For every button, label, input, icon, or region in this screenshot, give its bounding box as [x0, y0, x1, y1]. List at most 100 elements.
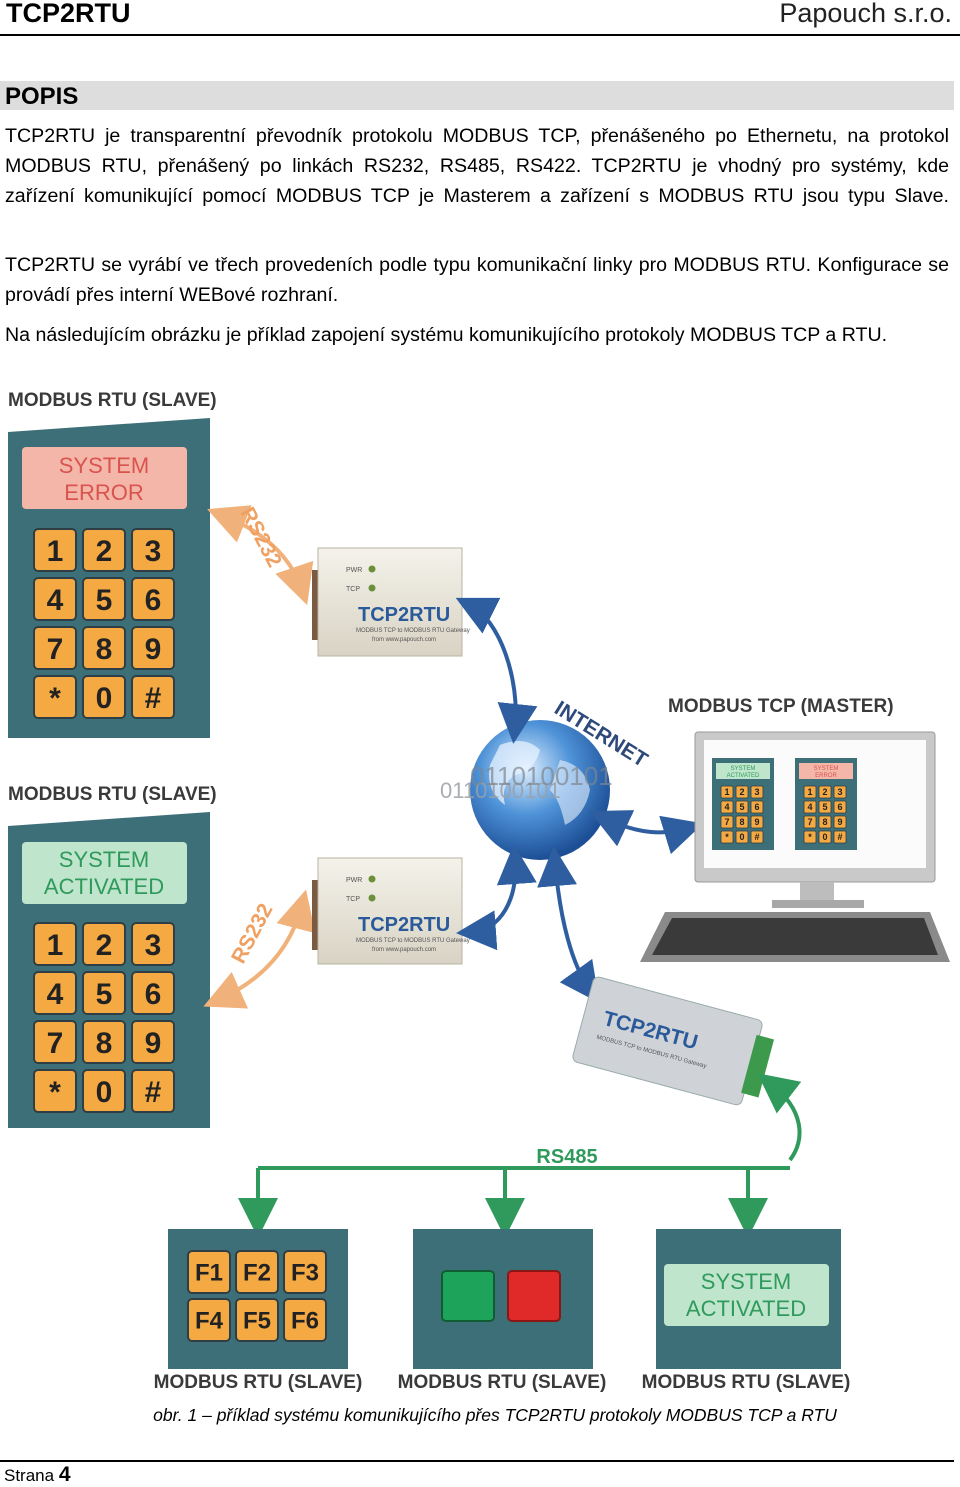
keypad-top-key-label: 4	[47, 584, 64, 617]
paragraph-intro: TCP2RTU je transparentní převodník proto…	[5, 125, 949, 207]
slave-label-bottom-left: MODBUS RTU (SLAVE)	[154, 1372, 363, 1393]
header-title: TCP2RTU	[6, 0, 131, 28]
led-pwr-label-middle: PWR	[346, 877, 362, 884]
keypad-middle-key-label: 0	[96, 1076, 113, 1109]
footer-label: Strana	[4, 1466, 55, 1485]
mini-keypad-1-key-label: 3	[754, 787, 759, 797]
keypad-top-key	[82, 626, 126, 670]
mini-keypad-2-key-label: 8	[822, 817, 827, 827]
keypad-top-key-label: 0	[96, 682, 113, 715]
mini-keypad-1-key	[720, 785, 734, 799]
mini-keypad-2-key-label: 4	[807, 802, 812, 812]
mini-error-2: ERROR	[815, 773, 837, 779]
converter-box-rs485: TCP2RTU MODBUS TCP to MODBUS RTU Gateway	[572, 976, 775, 1106]
keypad-middle-key	[33, 1069, 77, 1113]
function-key	[235, 1298, 279, 1342]
mini-keypad-1-key-label: #	[754, 832, 759, 842]
arrow-globe-rs485-box	[537, 846, 600, 1003]
mini-keypad-1-key-label: 5	[739, 802, 744, 812]
keypad-middle-key	[131, 971, 175, 1015]
mini-keypad-1-key-label: 2	[739, 787, 744, 797]
function-key	[283, 1298, 327, 1342]
mini-keypad-1-key	[735, 815, 749, 829]
globe-binary-1: 0110100101	[440, 778, 561, 803]
mini-keypad-2-key	[803, 815, 817, 829]
master-label: MODBUS TCP (MASTER)	[668, 696, 894, 717]
converter-box-middle: PWR TCP TCP2RTU MODBUS TCP to MODBUS RTU…	[312, 857, 470, 965]
header-company: Papouch s.r.o.	[779, 0, 952, 28]
keypad-middle-key-label: 5	[96, 978, 113, 1011]
keypad-middle-key-label: 6	[145, 978, 162, 1011]
keypad-middle-key	[82, 971, 126, 1015]
mini-keypad-2-key	[818, 800, 832, 814]
arrow-globe-middle-box	[456, 844, 537, 951]
mini-keypad-2-key-label: 3	[837, 787, 842, 797]
mini-keypad-2-key-label: #	[837, 832, 842, 842]
keypad-top-key-label: 6	[145, 584, 162, 617]
paragraph-variants: TCP2RTU se vyrábí ve třech provedeních p…	[5, 254, 949, 306]
status-display	[664, 1264, 829, 1326]
footer: Strana 4	[4, 1463, 71, 1487]
rs232-label-top: RS232	[236, 504, 286, 571]
mini-keypad-1-key-label: 0	[739, 832, 744, 842]
keypad-top-key	[131, 528, 175, 572]
function-key	[283, 1250, 327, 1294]
keypad-middle-key-label: 8	[96, 1027, 113, 1060]
led-tcp-label-middle: TCP	[346, 896, 360, 903]
status-text-line2: ACTIVATED	[686, 1296, 806, 1321]
keypad-top-key-label: #	[145, 682, 162, 715]
mini-keypad-1-key-label: 7	[724, 817, 729, 827]
slave-label-bottom-right: MODBUS RTU (SLAVE)	[642, 1372, 851, 1393]
keypad-middle-key-label: 3	[145, 929, 162, 962]
mini-keypad-2-key	[803, 785, 817, 799]
keypad-top-key-label: 3	[145, 535, 162, 568]
paragraph-figure-intro: Na následujícím obrázku je příklad zapoj…	[5, 324, 888, 346]
keypad-top-key	[33, 675, 77, 719]
button-panel	[413, 1229, 593, 1369]
mini-keypad-1-key-label: 6	[754, 802, 759, 812]
status-text-line1: SYSTEM	[701, 1269, 791, 1294]
mini-keypad-1-key	[735, 785, 749, 799]
keypad-top-key	[131, 626, 175, 670]
keypad-top-key-label: 1	[47, 535, 64, 568]
device-brand-middle: TCP2RTU	[358, 914, 450, 936]
mini-activated-1: SYSTEM	[731, 766, 756, 772]
mini-keypad-2-key-label: 7	[807, 817, 812, 827]
mini-keypad-1-key	[720, 800, 734, 814]
mini-keypad-1-key	[735, 830, 749, 844]
mini-keypad-2-key	[818, 815, 832, 829]
green-button	[441, 1270, 495, 1322]
footer-rule	[0, 1460, 954, 1462]
keypad-top-key-label: 9	[145, 633, 162, 666]
device-sub-top: MODBUS TCP to MODBUS RTU Gateway	[356, 628, 470, 634]
error-display	[22, 447, 187, 509]
function-key	[187, 1298, 231, 1342]
mini-keypad-2-key	[833, 830, 847, 844]
keypad-top-key-label: 2	[96, 535, 113, 568]
function-key-label: F3	[291, 1260, 319, 1287]
keypad-top-key	[33, 528, 77, 572]
rs232-label-bottom: RS232	[227, 900, 277, 967]
function-key-label: F6	[291, 1308, 319, 1335]
keypad-top-key	[82, 528, 126, 572]
keypad-middle-key	[82, 1020, 126, 1064]
slave-label-top: MODBUS RTU (SLAVE)	[8, 390, 217, 411]
mini-keypad-1-key	[750, 815, 764, 829]
arrow-globe-top-box	[455, 597, 538, 744]
device-web-middle: from www.papouch.com	[372, 947, 436, 953]
keypad-top-key	[82, 675, 126, 719]
mini-keypad-2-key	[833, 785, 847, 799]
mini-keypad-2-key	[833, 815, 847, 829]
function-key-label: F1	[195, 1260, 223, 1287]
slave-label-bottom-center: MODBUS RTU (SLAVE)	[398, 1372, 607, 1393]
keypad-top-key	[131, 675, 175, 719]
keypad-middle-key	[33, 971, 77, 1015]
mini-keypad-1-key	[720, 815, 734, 829]
mini-keypad-2-key	[833, 800, 847, 814]
mini-keypad-1-key	[750, 785, 764, 799]
keypad-top-key	[131, 577, 175, 621]
rs232-arrow-top	[207, 505, 314, 606]
led-pwr-label-top: PWR	[346, 567, 362, 574]
